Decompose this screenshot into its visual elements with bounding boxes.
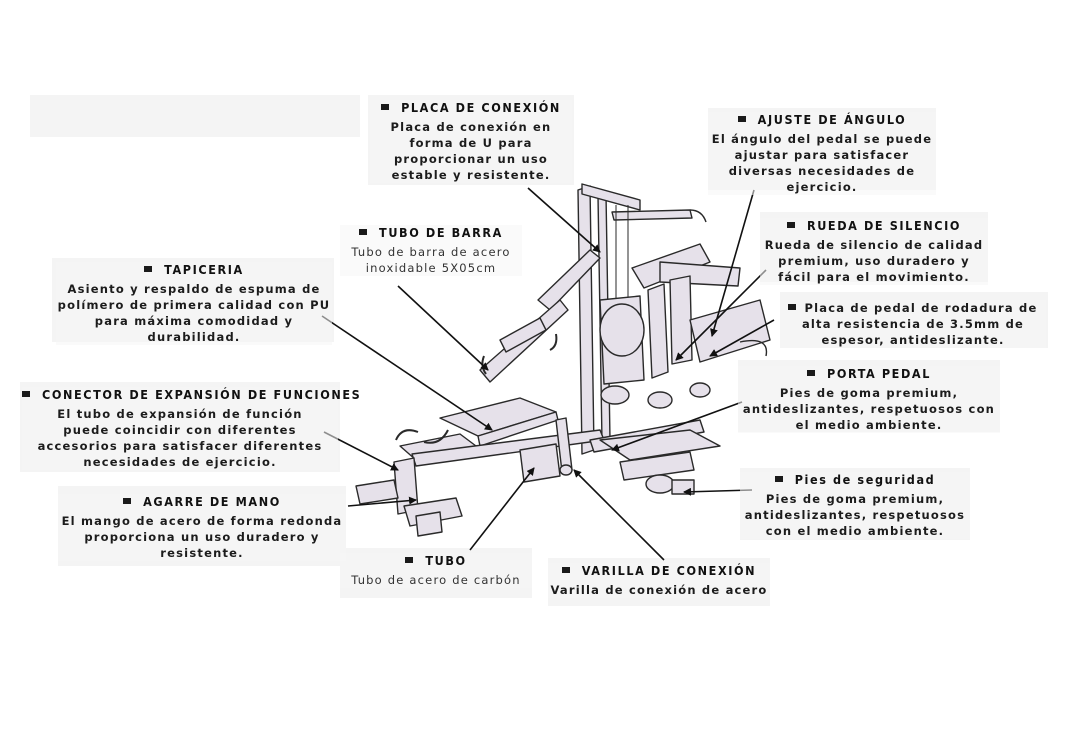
arrow-tubo-barra	[397, 285, 489, 371]
callout-title: AJUSTE DE ÁNGULO	[708, 112, 936, 127]
arrow-tubo	[469, 467, 535, 551]
bullet-square-icon	[737, 115, 746, 122]
callout-title: TUBO DE BARRA	[340, 225, 522, 240]
arrow-placa-conexion	[527, 187, 601, 253]
arrow-agarre-mano	[347, 496, 417, 507]
bullet-square-icon	[22, 390, 30, 397]
callout-description: Tubo de acero de carbón	[351, 573, 521, 587]
callout-description: Varilla de conexión de acero	[550, 583, 768, 597]
bullet-square-icon	[561, 566, 570, 573]
arrow-varilla	[573, 469, 665, 561]
bullet-square-icon	[381, 103, 390, 110]
callout-rueda-silencio: RUEDA DE SILENCIO Rueda de silencio de c…	[760, 218, 988, 285]
callout-title: Pies de seguridad	[740, 472, 970, 487]
bullet-square-icon	[774, 475, 783, 482]
callout-title: AGARRE DE MANO	[58, 494, 346, 509]
callout-ajuste-angulo: AJUSTE DE ÁNGULO El ángulo del pedal se …	[708, 112, 936, 195]
bullet-square-icon	[788, 304, 797, 310]
arrow-ajuste-angulo	[710, 189, 755, 337]
callout-title: VARILLA DE CONEXIÓN	[548, 563, 770, 578]
machine-frame	[355, 183, 771, 537]
arrow-rueda-silencio	[675, 269, 767, 361]
callout-pies-seguridad: Pies de seguridad Pies de goma premium,a…	[740, 472, 970, 539]
arrow-placa-pedal	[709, 319, 775, 357]
callout-title: TUBO	[340, 553, 532, 568]
callout-title: PLACA DE CONEXIÓN	[370, 100, 572, 115]
callout-title: TAPICERIA	[56, 262, 332, 277]
bullet-square-icon	[807, 369, 816, 376]
bullet-square-icon	[359, 228, 368, 235]
callout-conector-expansion: CONECTOR DE EXPANSIÓN DE FUNCIONES El tu…	[22, 387, 360, 470]
bullet-square-icon	[123, 497, 132, 504]
callout-tubo: TUBO Tubo de acero de carbón	[340, 553, 532, 588]
callout-description: Pies de goma premium,antideslizantes, re…	[744, 492, 966, 538]
bullet-square-icon	[786, 221, 795, 228]
arrow-porta-pedal	[611, 401, 743, 452]
callout-tapiceria: TAPICERIA Asiento y respaldo de espuma d…	[56, 262, 332, 345]
callout-title: PORTA PEDAL	[738, 366, 1000, 381]
bullet-square-icon	[405, 556, 414, 563]
callout-porta-pedal: PORTA PEDAL Pies de goma premium,antides…	[738, 366, 1000, 433]
callout-agarre-mano: AGARRE DE MANO El mango de acero de form…	[58, 494, 346, 561]
callout-varilla-conexion: VARILLA DE CONEXIÓN Varilla de conexión …	[548, 563, 770, 598]
callout-title: RUEDA DE SILENCIO	[760, 218, 988, 233]
callout-title: CONECTOR DE EXPANSIÓN DE FUNCIONES	[22, 387, 360, 402]
bullet-square-icon	[144, 265, 153, 272]
arrow-tapiceria	[321, 315, 493, 431]
callout-description: Pies de goma premium,antideslizantes, re…	[742, 386, 996, 432]
